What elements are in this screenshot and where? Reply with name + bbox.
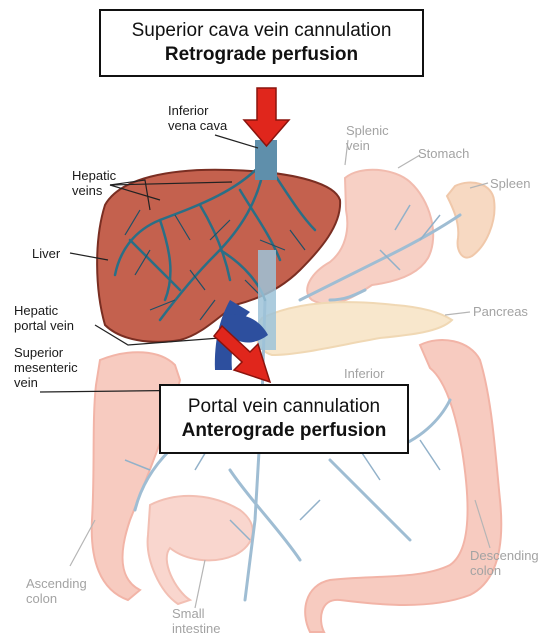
label-inferior-text: Inferior [344, 366, 384, 381]
label-ascending-colon-line1: Ascending [26, 576, 87, 591]
callout-retrograde-line1: Superior cava vein cannulation [101, 19, 422, 43]
label-stomach: Stomach [418, 146, 469, 161]
label-hepatic-portal-vein: Hepatic portal vein [14, 303, 74, 333]
label-spleen: Spleen [490, 176, 530, 191]
label-pancreas-text: Pancreas [473, 304, 528, 319]
label-inferior-vena-cava: Inferior vena cava [168, 103, 227, 133]
callout-retrograde: Superior cava vein cannulation Retrograd… [99, 9, 424, 77]
label-ascending-colon-line2: colon [26, 591, 57, 606]
small-intestine-shape [148, 496, 253, 604]
label-superior-mesenteric-vein-line1: Superior [14, 345, 63, 360]
label-hepatic-portal-vein-line1: Hepatic [14, 303, 58, 318]
label-liver-text: Liver [32, 246, 60, 261]
label-spleen-text: Spleen [490, 176, 530, 191]
retrograde-arrow [244, 88, 289, 146]
label-splenic-vein-line2: vein [346, 138, 370, 153]
label-small-intestine-line2: intestine [172, 621, 220, 636]
label-inferior-vena-cava-line2: vena cava [168, 118, 227, 133]
label-splenic-vein-line1: Splenic [346, 123, 389, 138]
callout-retrograde-line2: Retrograde perfusion [101, 43, 422, 67]
label-stomach-text: Stomach [418, 146, 469, 161]
callout-anterograde-line2: Anterograde perfusion [161, 419, 407, 443]
label-descending-colon: Descending colon [470, 548, 539, 578]
label-superior-mesenteric-vein-line3: vein [14, 375, 38, 390]
label-hepatic-veins-line1: Hepatic [72, 168, 116, 183]
label-inferior-vena-cava-line1: Inferior [168, 103, 208, 118]
label-splenic-vein: Splenic vein [346, 123, 389, 153]
label-inferior: Inferior [344, 366, 384, 381]
label-ascending-colon: Ascending colon [26, 576, 87, 606]
label-liver: Liver [32, 246, 60, 261]
label-hepatic-veins: Hepatic veins [72, 168, 116, 198]
label-small-intestine: Small intestine [172, 606, 220, 636]
label-pancreas: Pancreas [473, 304, 528, 319]
label-small-intestine-line1: Small [172, 606, 205, 621]
label-descending-colon-line2: colon [470, 563, 501, 578]
callout-anterograde-line1: Portal vein cannulation [161, 395, 407, 419]
label-hepatic-veins-line2: veins [72, 183, 102, 198]
label-descending-colon-line1: Descending [470, 548, 539, 563]
callout-anterograde: Portal vein cannulation Anterograde perf… [159, 384, 409, 454]
label-hepatic-portal-vein-line2: portal vein [14, 318, 74, 333]
label-superior-mesenteric-vein: Superior mesenteric vein [14, 345, 78, 390]
label-superior-mesenteric-vein-line2: mesenteric [14, 360, 78, 375]
